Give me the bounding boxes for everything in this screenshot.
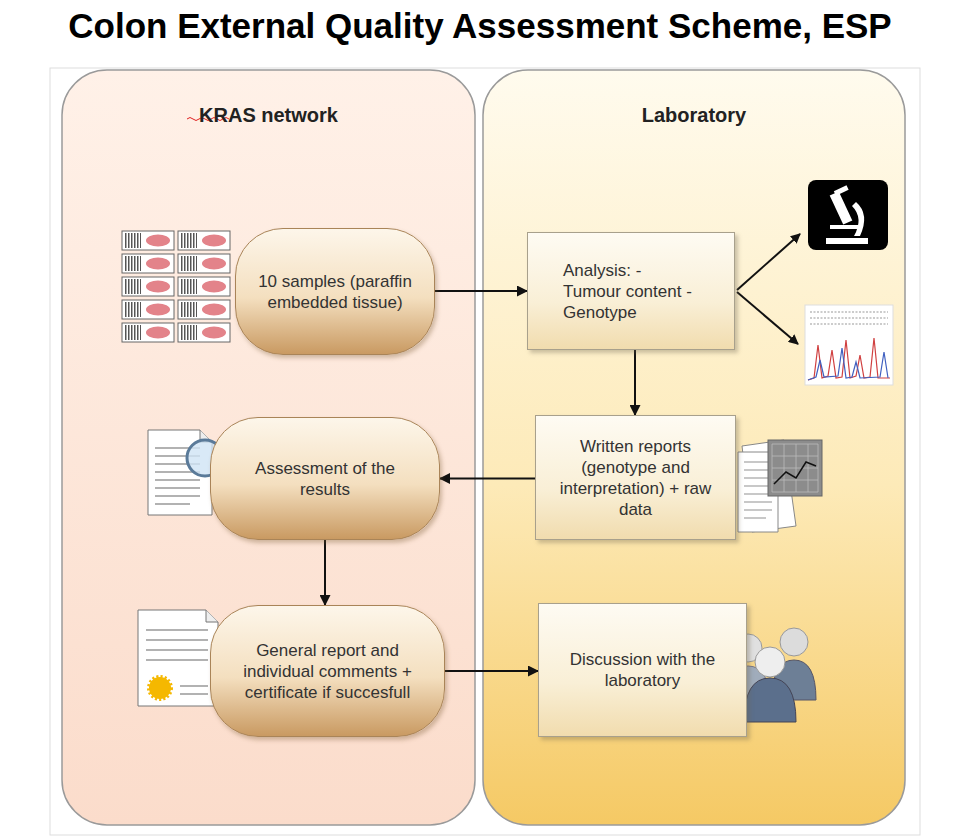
text-wrap: General report and individual comments +… xyxy=(233,640,422,703)
flow-arrow xyxy=(634,350,636,415)
node-text: Analysis: -Tumour content - Genotype xyxy=(563,260,699,323)
laboratory-panel: LaboratoryAnalysis: -Tumour content - Ge… xyxy=(483,70,905,825)
network-panel: KRAS network 10 samples (paraffin embedde… xyxy=(62,70,475,825)
process-box: Analysis: -Tumour content - Genotype xyxy=(527,232,735,350)
lab-panel-bg xyxy=(483,70,905,825)
chromatogram-icon xyxy=(805,305,893,385)
process-box: Discussion with the laboratory xyxy=(538,603,747,737)
panel-heading: KRAS network xyxy=(62,104,475,127)
process-pill: Assessment of the results xyxy=(210,417,440,540)
network-panel-bg xyxy=(62,70,475,825)
reports-icon xyxy=(738,440,822,532)
flow-arrow xyxy=(445,670,538,672)
text-wrap: Analysis: -Tumour content - Genotype xyxy=(563,260,699,323)
icon-arrows xyxy=(737,234,800,344)
certificate-icon xyxy=(138,610,218,706)
process-pill: 10 samples (paraffin embedded tissue) xyxy=(235,228,435,355)
process-pill: General report and individual comments +… xyxy=(210,605,445,737)
slide-stack xyxy=(122,231,230,342)
flow-arrow xyxy=(324,540,326,605)
frame xyxy=(50,68,920,835)
text-wrap: Written reports (genotype and interpreta… xyxy=(550,436,721,520)
node-text: Written reports (genotype and interpreta… xyxy=(550,436,721,520)
process-box: Written reports (genotype and interpreta… xyxy=(535,415,736,540)
node-text: Assessment of the results xyxy=(233,458,417,500)
microscope-icon xyxy=(808,180,888,250)
text-wrap: Discussion with the laboratory xyxy=(553,649,732,691)
diagram-title: Colon External Quality Assessment Scheme… xyxy=(0,6,960,46)
flow-arrow xyxy=(435,290,527,292)
panel-heading: Laboratory xyxy=(483,104,905,127)
text-wrap: Assessment of the results xyxy=(233,458,417,500)
node-text: Discussion with the laboratory xyxy=(553,649,732,691)
text-wrap: 10 samples (paraffin embedded tissue) xyxy=(258,271,412,313)
flow-arrow xyxy=(440,478,535,480)
node-text: 10 samples (paraffin embedded tissue) xyxy=(258,271,412,313)
node-text: General report and individual comments +… xyxy=(233,640,422,703)
